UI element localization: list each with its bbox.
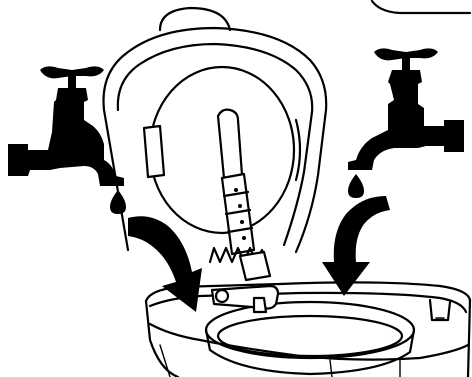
curved-arrow-icon — [128, 216, 202, 312]
hinge-foot — [254, 298, 266, 312]
pot-body-line — [330, 360, 332, 377]
faucet-body — [348, 70, 464, 170]
lid-knob — [160, 8, 230, 30]
tube-hole — [242, 236, 246, 240]
water-drop-icon — [348, 174, 364, 198]
hinge-pin — [216, 290, 228, 302]
valve-assembly — [210, 110, 278, 312]
pot-wall-left — [146, 301, 178, 377]
pot-notch — [430, 300, 450, 320]
inner-bowl-inner — [218, 316, 402, 356]
faucet-body — [8, 88, 124, 186]
inner-bowl-outer — [206, 302, 414, 358]
pot-body-line — [160, 345, 170, 377]
lid-clip — [144, 126, 164, 177]
pot-body-curve — [150, 324, 468, 360]
offscreen-object-edge — [372, 1, 470, 13]
faucet-stem — [68, 74, 76, 88]
faucet-icon — [348, 48, 464, 198]
tube-hole — [234, 188, 238, 192]
faucet-stem — [402, 56, 410, 70]
lid-side-bracket — [296, 120, 300, 180]
water-drop-icon — [110, 190, 126, 214]
curved-arrow-icon — [322, 196, 390, 296]
hinge-block — [240, 252, 270, 280]
open-lid — [104, 8, 327, 252]
valve-stem — [218, 110, 242, 178]
tube-hole — [240, 220, 244, 224]
tube-hole — [238, 204, 242, 208]
pot-wall-right — [468, 300, 470, 377]
inner-bowl-wall — [206, 330, 414, 374]
